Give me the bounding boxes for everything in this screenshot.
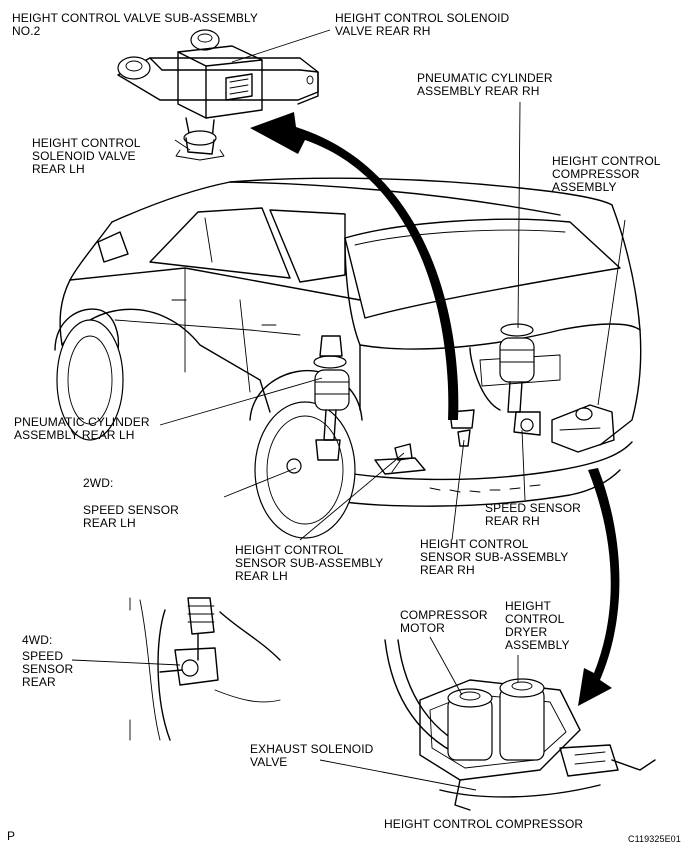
label-pneumatic-cylinder-rear-rh: PNEUMATIC CYLINDER ASSEMBLY REAR RH bbox=[417, 71, 553, 98]
label-solenoid-valve-rear-lh: HEIGHT CONTROL SOLENOID VALVE REAR LH bbox=[32, 136, 141, 176]
label-sensor-sub-assembly-rear-rh: HEIGHT CONTROL SENSOR SUB-ASSEMBLY REAR … bbox=[420, 537, 569, 577]
vehicle-body-drawing bbox=[54, 177, 642, 539]
upper-direction-arrow bbox=[250, 112, 459, 420]
valve-sub-assembly-drawing bbox=[117, 29, 319, 161]
label-speed-sensor-rear: SPEED SENSOR REAR bbox=[22, 649, 74, 689]
rear-rh-components bbox=[449, 323, 615, 453]
label-speed-sensor-rear-lh: SPEED SENSOR REAR LH bbox=[83, 503, 179, 530]
lower-direction-arrow bbox=[578, 468, 620, 706]
label-height-control-compressor: HEIGHT CONTROL COMPRESSOR bbox=[384, 817, 584, 831]
label-sensor-sub-assembly-rear-lh: HEIGHT CONTROL SENSOR SUB-ASSEMBLY REAR … bbox=[235, 543, 384, 583]
compressor-detail-drawing bbox=[384, 639, 656, 811]
label-4wd: 4WD: bbox=[22, 633, 53, 647]
label-solenoid-valve-rear-rh: HEIGHT CONTROL SOLENOID VALVE REAR RH bbox=[335, 11, 510, 38]
label-pneumatic-cylinder-rear-lh: PNEUMATIC CYLINDER ASSEMBLY REAR LH bbox=[14, 415, 150, 442]
label-dryer-assembly: HEIGHT CONTROL DRYER ASSEMBLY bbox=[505, 599, 570, 652]
label-2wd: 2WD: bbox=[83, 476, 114, 490]
label-figure-code: C119325E01 bbox=[628, 834, 681, 844]
label-compressor-assembly: HEIGHT CONTROL COMPRESSOR ASSEMBLY bbox=[552, 154, 661, 194]
label-corner-p: P bbox=[7, 829, 16, 843]
label-exhaust-solenoid-valve: EXHAUST SOLENOID VALVE bbox=[250, 742, 374, 769]
leader-lines bbox=[71, 29, 626, 791]
label-compressor-motor: COMPRESSOR MOTOR bbox=[400, 608, 488, 635]
label-speed-sensor-rear-rh: SPEED SENSOR REAR RH bbox=[485, 501, 581, 528]
four-wd-inset-drawing bbox=[129, 597, 281, 741]
rear-lh-components bbox=[286, 335, 413, 474]
label-valve-sub-assembly: HEIGHT CONTROL VALVE SUB-ASSEMBLY NO.2 bbox=[12, 11, 259, 38]
